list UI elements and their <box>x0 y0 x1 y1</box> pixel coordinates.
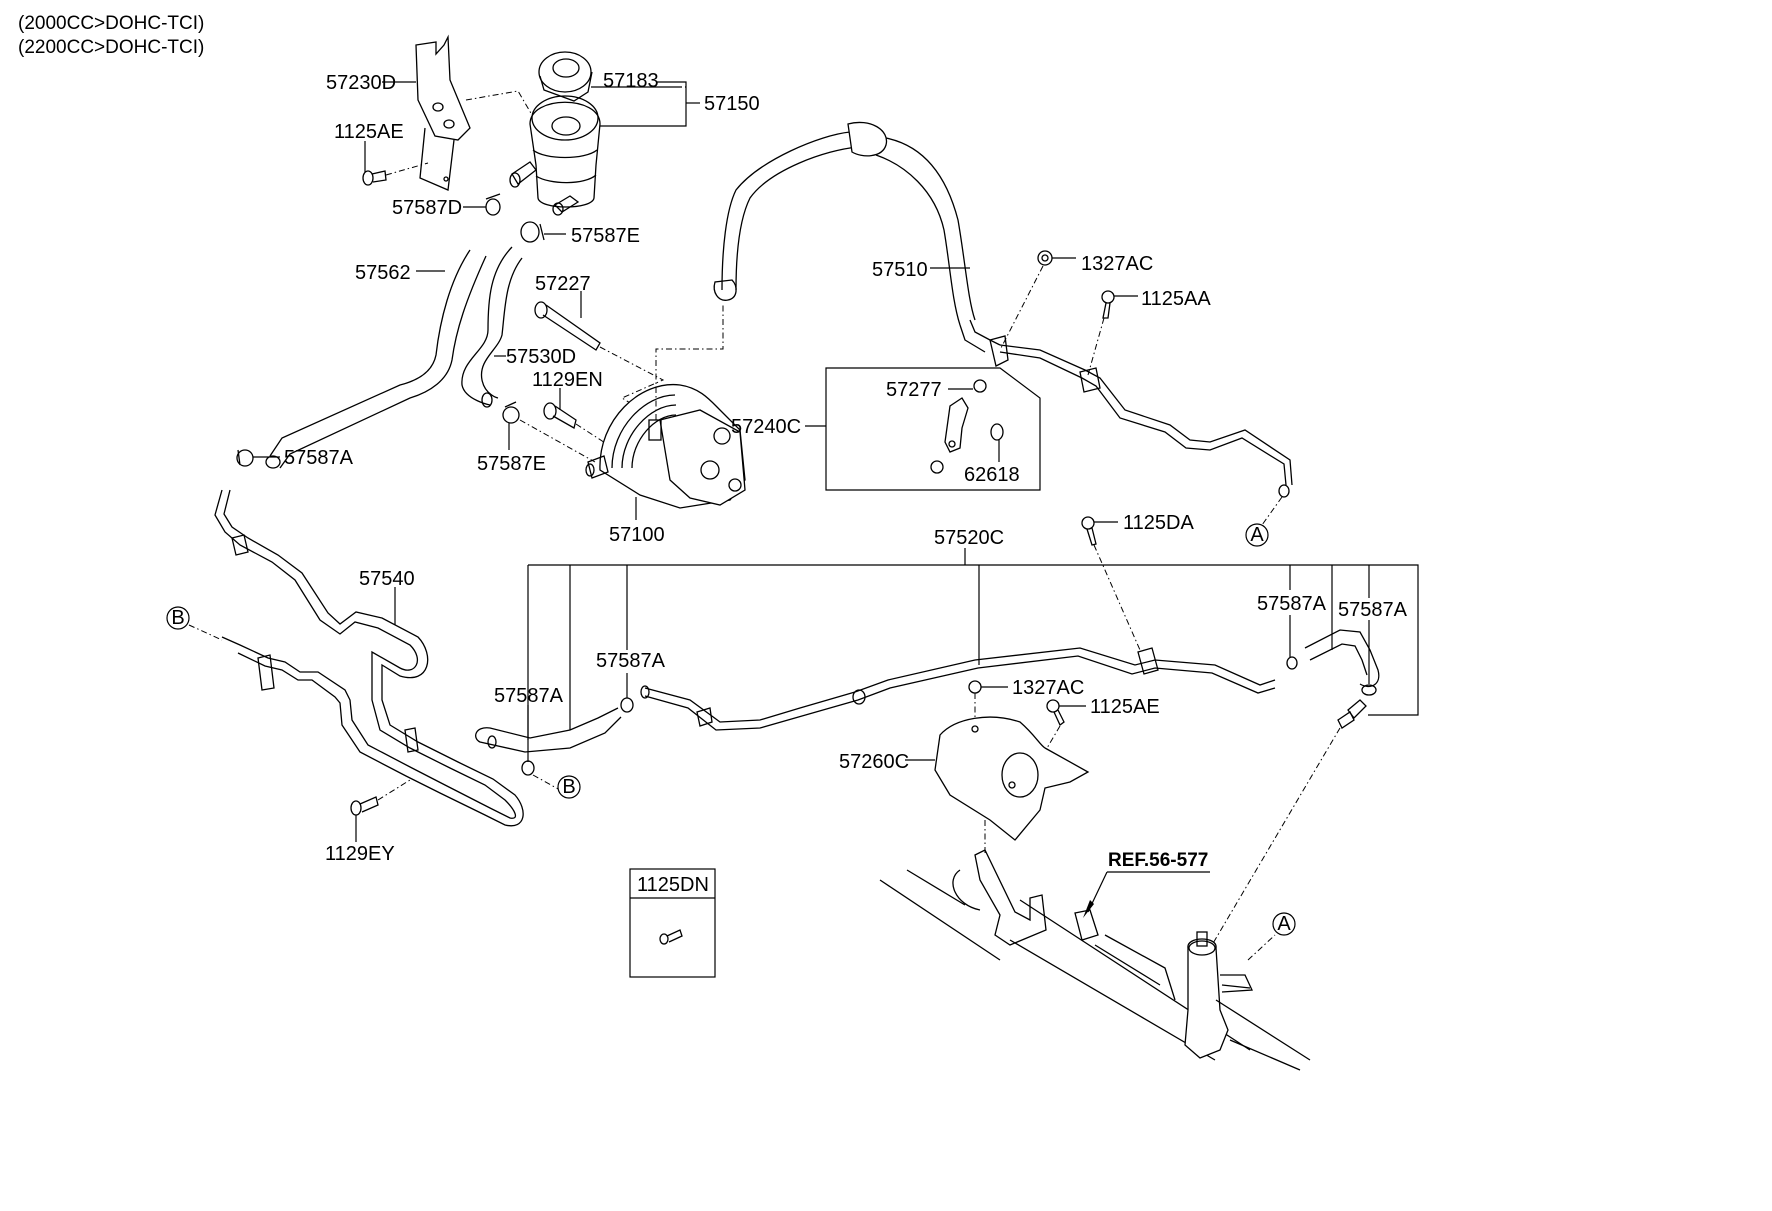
bolt-1125AE-low[interactable] <box>1046 699 1065 727</box>
engine-spec-line-1: (2000CC>DOHC-TCI) <box>18 13 204 34</box>
label-57100[interactable]: 57100 <box>609 524 665 546</box>
label-1125DA[interactable]: 1125DA <box>1123 512 1194 534</box>
label-57587A-left[interactable]: 57587A <box>284 447 354 469</box>
leader-tree-57520C <box>527 548 1419 740</box>
return-line-bracket <box>1137 647 1159 675</box>
label-57510[interactable]: 57510 <box>872 259 928 281</box>
grommet-57277[interactable] <box>973 379 987 393</box>
connector-B-left-letter: B <box>171 607 184 629</box>
clamp-57587D[interactable] <box>485 193 501 216</box>
ref-56-577[interactable]: REF.56-577 <box>1108 850 1208 871</box>
label-1125AA[interactable]: 1125AA <box>1141 288 1211 310</box>
steering-gear-rack[interactable] <box>879 849 1311 1071</box>
power-steering-pump[interactable] <box>585 383 746 509</box>
label-1125AE-top[interactable]: 1125AE <box>334 121 404 143</box>
label-1129EY[interactable]: 1129EY <box>325 843 395 865</box>
bolt-1125AA[interactable] <box>1101 290 1115 319</box>
pipe-bracket-1 <box>989 335 1009 367</box>
clamp-57587A-left[interactable] <box>236 449 254 467</box>
label-57277[interactable]: 57277 <box>886 379 942 401</box>
pressure-hose-57510[interactable] <box>713 121 1001 353</box>
bracket-57240C[interactable] <box>930 397 969 474</box>
pipe-bracket-2 <box>1079 367 1101 393</box>
label-57540[interactable]: 57540 <box>359 568 415 590</box>
return-hose-57562[interactable] <box>269 249 487 469</box>
power-steering-reservoir[interactable] <box>509 95 601 216</box>
bolt-1129EY[interactable] <box>350 796 379 816</box>
label-57240C[interactable]: 57240C <box>731 416 801 438</box>
label-57183[interactable]: 57183 <box>603 70 659 92</box>
label-1327AC-top[interactable]: 1327AC <box>1081 253 1153 275</box>
clamp-57587A-lower2[interactable] <box>620 697 634 713</box>
pipe-union[interactable] <box>1337 699 1367 729</box>
return-hose-right[interactable] <box>1304 629 1380 688</box>
pressure-line[interactable] <box>999 344 1293 486</box>
return-hose-lower[interactable] <box>475 707 622 753</box>
connector-A-top-letter: A <box>1250 524 1264 546</box>
collar-62618[interactable] <box>990 423 1004 441</box>
reservoir-cap[interactable] <box>538 51 593 102</box>
label-1129EN[interactable]: 1129EN <box>532 369 603 391</box>
connector-A-bottom[interactable] <box>1272 912 1296 936</box>
clamp-57587E-top[interactable] <box>520 221 545 243</box>
clamp-57587A-right2[interactable] <box>1361 684 1377 696</box>
label-57587E-mid[interactable]: 57587E <box>477 453 546 475</box>
label-1125DN[interactable]: 1125DN <box>637 874 709 896</box>
label-57587A-lower2[interactable]: 57587A <box>596 650 666 672</box>
nut-1327AC-top[interactable] <box>1037 250 1053 266</box>
cooler-tube-57540[interactable] <box>214 489 524 827</box>
engine-spec-line-2: (2200CC>DOHC-TCI) <box>18 37 204 58</box>
suction-hose-57530D[interactable] <box>461 246 523 406</box>
label-57227[interactable]: 57227 <box>535 273 591 295</box>
clamp-57587A-lower1[interactable] <box>521 760 535 776</box>
leader-57150-bracket <box>596 81 687 127</box>
label-57230D[interactable]: 57230D <box>326 72 396 94</box>
label-57150[interactable]: 57150 <box>704 93 760 115</box>
bolt-1125AE-top[interactable] <box>362 170 387 186</box>
label-1327AC-low[interactable]: 1327AC <box>1012 677 1084 699</box>
label-57562[interactable]: 57562 <box>355 262 411 284</box>
bolt-57227[interactable] <box>534 301 601 351</box>
bolt-1125DN-icon <box>659 929 683 945</box>
label-57520C[interactable]: 57520C <box>934 527 1004 549</box>
connector-B-left[interactable] <box>166 606 190 630</box>
connector-A-top[interactable] <box>1245 523 1269 547</box>
label-57587D[interactable]: 57587D <box>392 197 462 219</box>
clamp-57587E-mid[interactable] <box>502 401 520 424</box>
label-62618[interactable]: 62618 <box>964 464 1020 486</box>
bolt-1125DA[interactable] <box>1081 516 1097 546</box>
label-57260C[interactable]: 57260C <box>839 751 909 773</box>
label-1125AE-low[interactable]: 1125AE <box>1090 696 1160 718</box>
label-57587E-top[interactable]: 57587E <box>571 225 640 247</box>
nut-1327AC-low[interactable] <box>968 680 982 694</box>
label-57530D[interactable]: 57530D <box>506 346 576 368</box>
legend-box-1125DN <box>629 868 716 978</box>
connector-A-bottom-letter: A <box>1277 913 1291 935</box>
connector-B-lower[interactable] <box>557 775 581 799</box>
heat-shield-57260C[interactable] <box>934 716 1090 841</box>
pipe-fitting-A <box>1278 484 1290 498</box>
label-57587A-right2[interactable]: 57587A <box>1338 599 1408 621</box>
tube-clip <box>404 727 419 753</box>
connector-B-lower-letter: B <box>562 776 575 798</box>
reservoir-bracket[interactable] <box>415 34 471 191</box>
label-57587A-lower1[interactable]: 57587A <box>494 685 564 707</box>
label-57587A-right1[interactable]: 57587A <box>1257 593 1327 615</box>
return-line-57520C[interactable] <box>644 647 1276 731</box>
kit-box-57240C <box>825 367 1041 491</box>
clamp-57587A-right1[interactable] <box>1286 656 1298 670</box>
bolt-1129EN[interactable] <box>543 402 577 429</box>
